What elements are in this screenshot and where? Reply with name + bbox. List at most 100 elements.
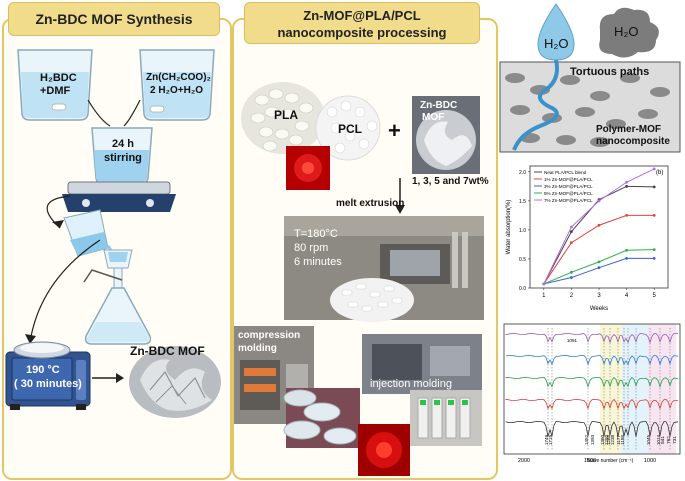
beaker-h2bdc-icon <box>17 49 93 121</box>
y-tick-label: 0.5 <box>519 257 526 263</box>
stir-label-2: stirring <box>104 152 142 164</box>
product-label: Zn-BDC MOF <box>130 344 205 358</box>
data-point <box>652 248 656 252</box>
y-tick-label: 2.0 <box>519 170 526 176</box>
tortuous-paths-label: Tortuous paths <box>570 66 650 78</box>
synthesis-title: Zn-BDC MOF Synthesis <box>8 2 220 36</box>
peak-label: 731 <box>672 436 677 444</box>
x-tick-label: 4 <box>625 293 629 299</box>
data-point <box>542 282 546 286</box>
data-point <box>625 248 628 252</box>
peak-label: 1293 <box>604 434 609 445</box>
data-point <box>652 256 656 260</box>
peak-label: 1045 <box>646 434 651 445</box>
beaker-h2bdc-label-2: +DMF <box>40 85 71 97</box>
data-point <box>597 260 601 264</box>
beaker-zinc-label-2: 2 H₂O+H₂O <box>150 85 204 96</box>
vapor-cloud-icon <box>599 7 659 58</box>
x-axis-label: Wave number (cm⁻¹) <box>587 458 634 464</box>
spectrum-line <box>505 376 679 388</box>
peak-label: 1177 <box>616 435 621 445</box>
filter-flask-icon <box>83 249 152 345</box>
spectrum-line <box>505 420 679 437</box>
spectrum-line <box>505 398 679 410</box>
h2o-drop-label: H₂O <box>544 36 569 51</box>
polymer-mof-label-2: nanocomposite <box>596 136 670 147</box>
peak-label: 1393 <box>590 434 595 445</box>
peak-label: 1265 <box>606 434 611 445</box>
peak-label: 1091 <box>567 338 578 343</box>
x-tick-label: 1500 <box>584 458 596 464</box>
peak-label: 841 <box>660 436 665 444</box>
data-point <box>570 241 573 245</box>
data-point <box>570 230 573 234</box>
oven-label-1: 190 °C <box>26 364 60 376</box>
tortuous-path-line <box>512 59 559 151</box>
x-tick-label: 3 <box>597 293 601 299</box>
data-point <box>652 213 656 217</box>
spectrum-line <box>505 332 679 344</box>
oven-icon <box>5 351 91 410</box>
pla-pellets-icon <box>241 82 325 154</box>
plot-frame <box>503 323 681 455</box>
peak-label: 1158 <box>620 435 625 445</box>
peak-label: 762 <box>666 436 671 444</box>
data-point <box>597 223 601 227</box>
polymer-mof-label-1: Polymer-MOF <box>596 124 662 135</box>
injection-label: injection molding <box>370 378 452 390</box>
peak-label: 1360 <box>600 434 605 445</box>
y-tick-label: 1.5 <box>519 199 526 205</box>
processing-title-line1: Zn-MOF@PLA/PCL <box>303 8 421 23</box>
data-point <box>625 180 628 184</box>
x-axis-label: Weeks <box>590 306 608 312</box>
melt-extrusion-label: melt extrusion <box>336 198 405 209</box>
synthesis-illustrations <box>5 49 221 418</box>
molded-bars-icon <box>410 390 482 446</box>
data-point <box>625 184 628 188</box>
condition-time: 6 minutes <box>294 256 342 268</box>
plus-sign: + <box>388 118 401 143</box>
data-point <box>570 276 573 279</box>
magnetic-stirrer-icon <box>62 181 176 212</box>
peak-label: 1452 <box>584 434 589 445</box>
x-tick-label: 1000 <box>644 458 656 464</box>
pcl-pellets-icon <box>315 95 381 161</box>
stirring-beaker-icon <box>91 127 153 185</box>
x-tick-label: 1 <box>542 293 546 299</box>
data-point <box>597 199 601 203</box>
x-tick-label: 2 <box>570 293 574 299</box>
mof-label-1: Zn-BDC <box>420 100 458 111</box>
peak-label: 1238 <box>610 434 615 445</box>
processing-title: Zn-MOF@PLA/PCL nanocomposite processing <box>244 2 480 44</box>
h2o-cloud-label: H₂O <box>614 24 639 39</box>
loading-label: 1, 3, 5 and 7wt% <box>412 176 489 187</box>
beaker-zinc-acetate-icon <box>139 49 215 121</box>
water-drop-icon <box>537 3 575 61</box>
condition-rpm: 80 rpm <box>294 242 329 254</box>
peak-label: 1749 <box>544 434 549 445</box>
film-disks-icon <box>283 388 360 448</box>
data-point <box>570 225 573 229</box>
oven-label-2: ( 30 minutes) <box>14 378 82 390</box>
data-point <box>625 213 628 217</box>
data-point <box>570 270 573 274</box>
x-tick-label: 2000 <box>518 458 530 464</box>
peak-label: 1719 <box>548 434 553 445</box>
spectrum-line <box>505 354 679 366</box>
beaker-zinc-label-1: Zn(CH₂COO)₂ <box>146 72 211 83</box>
data-point <box>652 167 656 171</box>
legend-label: 7% Zn-MOF@PLA/PCL <box>544 198 593 203</box>
highlight-band <box>622 324 648 454</box>
x-tick-label: 5 <box>653 293 657 299</box>
compression-label-2: molding <box>238 343 277 354</box>
legend-label: 5% Zn-MOF@PLA/PCL <box>544 191 593 196</box>
condition-temp: T=180°C <box>294 228 338 240</box>
legend-label: Neat PLA/PCL blend <box>544 170 587 175</box>
highlight-band <box>648 324 676 454</box>
mof-crystal-icon <box>129 346 221 418</box>
data-point <box>625 256 628 260</box>
processing-title-line2: nanocomposite processing <box>277 25 447 40</box>
